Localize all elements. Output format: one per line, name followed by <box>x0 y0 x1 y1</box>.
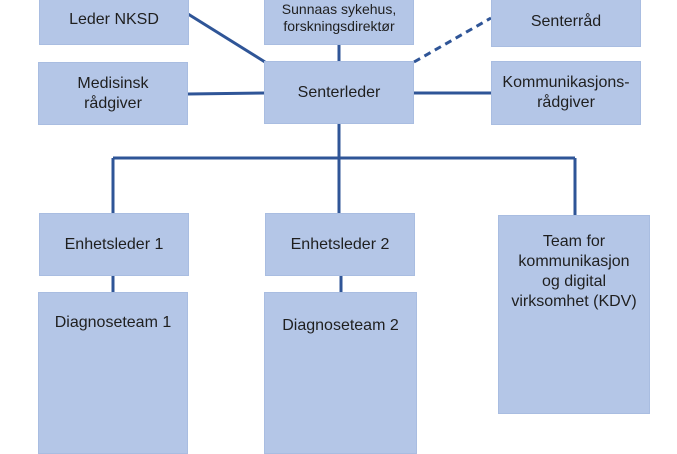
node-diagnoseteam-2: Diagnoseteam 2 <box>264 292 417 454</box>
node-label: Enhetsleder 2 <box>290 235 390 253</box>
node-senterleder: Senterleder <box>264 61 414 124</box>
node-label: og digital <box>541 273 607 290</box>
node-medisinsk-radgiver: Medisinsk rådgiver <box>38 62 188 125</box>
node-label: Senterleder <box>297 83 381 101</box>
node-label: forskningsdirektør <box>283 18 395 34</box>
node-label: Sunnaas sykehus, <box>281 1 397 17</box>
node-label: Diagnoseteam 2 <box>282 317 399 334</box>
node-diagnoseteam-1: Diagnoseteam 1 <box>38 292 188 454</box>
node-label: rådgiver <box>84 94 142 112</box>
node-label: Medisinsk <box>77 74 149 92</box>
connector-leder-nksd <box>187 12 266 64</box>
node-leder-nksd: Leder NKSD <box>39 0 189 45</box>
node-enhetsleder-1: Enhetsleder 1 <box>39 213 189 276</box>
node-enhetsleder-2: Enhetsleder 2 <box>265 213 415 276</box>
node-label: virksomhet (KDV) <box>511 293 637 310</box>
node-label: Senterråd <box>530 13 602 30</box>
connector-medisinsk <box>187 91 266 96</box>
node-team-kdv: Team for kommunikasjon og digital virkso… <box>498 215 650 414</box>
node-sunnaas: Sunnaas sykehus, forskningsdirektør <box>264 0 414 45</box>
node-label: rådgiver <box>537 94 595 111</box>
node-label: Kommunikasjons- <box>502 74 630 91</box>
node-label: Diagnoseteam 1 <box>54 314 172 331</box>
node-kommunikasjonsradgiver: Kommunikasjons- rådgiver <box>491 61 641 125</box>
node-label: Enhetsleder 1 <box>64 235 164 253</box>
node-label: kommunikasjon <box>518 253 630 270</box>
node-label: Leder NKSD <box>69 11 159 28</box>
connector-senterrad-dashed <box>413 16 492 64</box>
node-senterrad: Senterråd <box>491 0 641 47</box>
node-label: Team for <box>542 233 606 250</box>
